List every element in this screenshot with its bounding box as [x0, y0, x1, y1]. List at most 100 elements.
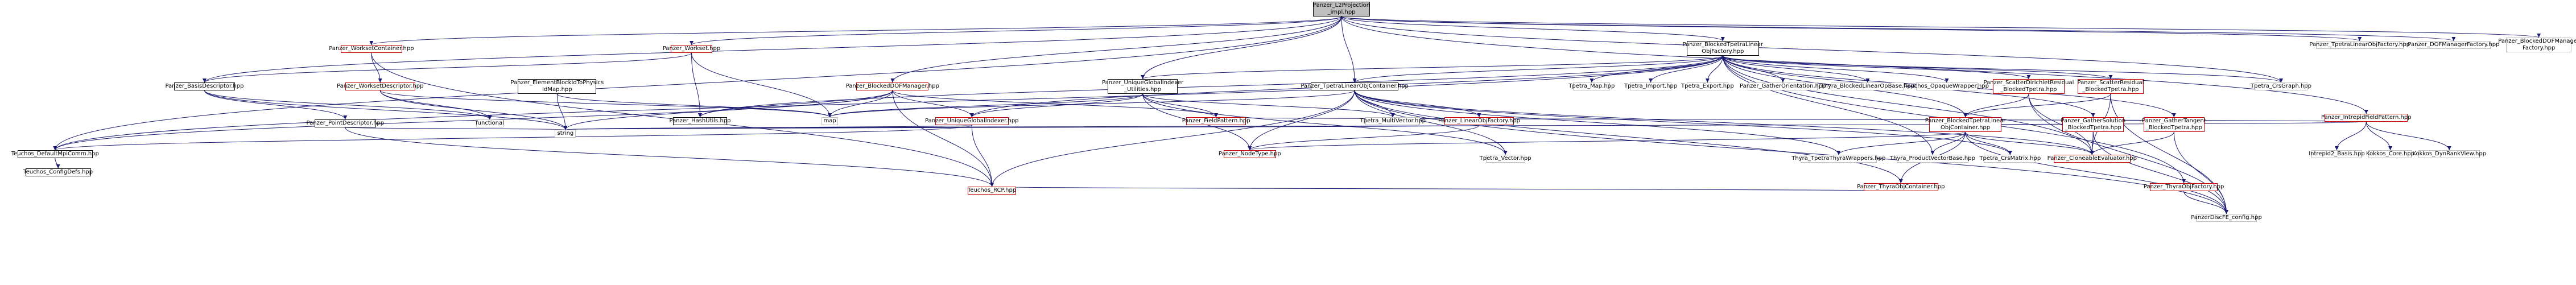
edge-root-wsc — [369, 16, 1342, 46]
edge-root-blof — [1341, 16, 1725, 42]
node-tof[interactable]: Panzer_ThyraObjFactory.hpp — [2143, 183, 2224, 191]
node-tmv[interactable]: Tpetra_MultiVector.hpp — [1360, 117, 1426, 125]
edge-tloc-ce — [1354, 90, 2094, 155]
node-kdrv[interactable]: Kokkos_DynRankView.hpp — [2412, 150, 2487, 158]
edge-bloc-tpvb — [1930, 131, 1966, 155]
node-nt[interactable]: Panzer_NodeType.hpp — [1218, 150, 1281, 158]
node-functional[interactable]: functional — [476, 119, 504, 127]
edge-ws-map — [691, 52, 832, 118]
node-tcg[interactable]: Tpetra_CrsGraph.hpp — [2251, 82, 2312, 90]
edge-blof-tcg — [1722, 55, 2283, 83]
edge-bd-string — [204, 90, 568, 130]
node-ib[interactable]: Intrepid2_Basis.hpp — [2309, 150, 2365, 158]
node-string[interactable]: string — [555, 130, 576, 138]
node-bd[interactable]: Panzer_BasisDescriptor.hpp — [165, 82, 244, 90]
edge-root-tdmc — [53, 16, 1342, 151]
node-sr[interactable]: Panzer_ScatterResidual _BlockedTpetra.hp… — [2077, 79, 2144, 94]
edge-bloc-pdc — [1965, 131, 2228, 214]
edge-ugiu-tv — [1142, 93, 1508, 155]
node-ugiu[interactable]: Panzer_UniqueGlobalIndexer _Utilities.hp… — [1101, 79, 1184, 94]
node-lof[interactable]: Panzer_LinearObjFactory.hpp — [1438, 117, 1521, 125]
node-pgo[interactable]: Panzer_GatherOrientation.hpp — [1740, 82, 1826, 90]
edge-bd-pd — [204, 90, 348, 120]
node-trcp[interactable]: Teuchos_RCP.hpp — [968, 187, 1017, 195]
edge-bd-functional — [204, 90, 492, 120]
edge-root-ugiu — [1141, 16, 1342, 80]
edge-sdr-pdc — [2028, 93, 2228, 214]
node-root[interactable]: Panzer_L2Projection _impl.hpp — [1313, 2, 1370, 16]
node-fp[interactable]: Panzer_FieldPattern.hpp — [1182, 117, 1250, 125]
node-ptlof[interactable]: Panzer_TpetraLinearObjFactory.hpp — [2309, 41, 2410, 49]
edge-pd-trcp — [345, 127, 994, 187]
node-timp[interactable]: Tpetra_Import.hpp — [1624, 82, 1678, 90]
edge-bloc-tcm — [1965, 131, 2012, 155]
node-pbdofmf[interactable]: Panzer_BlockedDOFManager Factory.hpp — [2498, 38, 2576, 52]
node-tow[interactable]: Teuchos_OpaqueWrapper.hpp — [1904, 82, 1989, 90]
node-ce[interactable]: Panzer_CloneableEvaluator.hpp — [2047, 155, 2137, 163]
edge-blof-hash — [698, 55, 1723, 118]
node-texp[interactable]: Tpetra_Export.hpp — [1681, 82, 1734, 90]
node-tpvb[interactable]: Thyra_ProductVectorBase.hpp — [1889, 155, 1975, 163]
node-blof[interactable]: Panzer_BlockedTpetraLinear ObjFactory.hp… — [1682, 41, 1764, 56]
node-wd[interactable]: Panzer_WorksetDescriptor.hpp — [337, 82, 424, 90]
node-ttw[interactable]: Thyra_TpetraThyraWrappers.hpp — [1791, 155, 1886, 163]
edge-ugiu-ugi — [969, 93, 1143, 118]
node-pd[interactable]: Panzer_PointDescriptor.hpp — [306, 119, 385, 127]
node-gs[interactable]: Panzer_GatherSolution _BlockedTpetra.hpp — [2061, 117, 2126, 132]
node-tcm[interactable]: Tpetra_CrsMatrix.hpp — [1979, 155, 2041, 163]
edge-blof-tpvb — [1722, 55, 1935, 155]
node-ugi[interactable]: Panzer_UniqueGlobalIndexer.hpp — [925, 117, 1019, 125]
node-kc[interactable]: Kokkos_Core.hpp — [2366, 150, 2415, 158]
edge-root-bldm — [890, 16, 1342, 83]
edge-bldm-ugi — [892, 90, 974, 118]
edge-wd-string — [379, 90, 568, 130]
edge-tloc-pdc — [1354, 90, 2228, 214]
edge-toc-trcp — [991, 186, 1901, 192]
node-toc[interactable]: Panzer_ThyraObjContainer.hpp — [1857, 183, 1945, 191]
edge-ifp-ib — [2334, 121, 2367, 151]
node-hash[interactable]: Panzer_HashUtils.hpp — [669, 117, 731, 125]
edge-ugiu-map — [828, 93, 1143, 118]
edge-gs-pdc — [2092, 131, 2228, 214]
edge-tloc-nt — [1248, 90, 1355, 151]
node-tblob[interactable]: Thyra_BlockedLinearOpBase.hpp — [1820, 82, 1915, 90]
edge-wsc-wd — [371, 52, 382, 83]
node-map[interactable]: map — [821, 117, 839, 125]
node-ebg[interactable]: Panzer_ElementBlockIdToPhysics IdMap.hpp — [510, 79, 604, 94]
edge-root-pdofmf — [1341, 16, 2455, 42]
edge-ebg-string — [556, 93, 568, 130]
edge-bldm-fp — [892, 90, 1218, 118]
edge-tloc-map — [828, 90, 1355, 118]
edge-ugiu-fp — [1142, 93, 1219, 118]
edge-blof-gs — [1722, 55, 2095, 118]
edge-blof-ugiu — [1141, 55, 1723, 80]
node-tmap[interactable]: Tpetra_Map.hpp — [1568, 82, 1615, 90]
node-wsc[interactable]: Panzer_WorksetContainer.hpp — [329, 45, 414, 53]
edge-tloc-tv — [1354, 90, 1508, 155]
edge-blof-tloc — [1352, 55, 1723, 83]
node-tcd[interactable]: Teuchos_ConfigDefs.hpp — [23, 168, 93, 176]
node-ifp[interactable]: Panzer_IntrepidFieldPattern.hpp — [2321, 114, 2412, 122]
node-bloc[interactable]: Panzer_BlockedTpetraLinear ObjContainer.… — [1925, 117, 2006, 132]
node-sdr[interactable]: Panzer_ScatterDirichletResidual _Blocked… — [1983, 79, 2074, 94]
edge-blof-sdr — [1722, 55, 2031, 80]
node-pdofmf[interactable]: Panzer_DOFManagerFactory.hpp — [2408, 41, 2500, 49]
edge-ifp-kc — [2366, 121, 2393, 151]
node-tv[interactable]: Tpetra_Vector.hpp — [1479, 155, 1531, 163]
edge-blof-tow — [1722, 55, 1949, 83]
node-pdc[interactable]: PanzerDiscFE_config.hpp — [2191, 214, 2262, 222]
node-ws[interactable]: Panzer_Workset.hpp — [662, 45, 721, 53]
edge-blof-tblob — [1722, 55, 1870, 83]
edge-ugi-tdmc — [53, 125, 972, 151]
node-tloc[interactable]: Panzer_TpetraLinearObjContainer.hpp — [1301, 82, 1409, 90]
edge-blof-timp — [1649, 55, 1723, 83]
edge-pd-string — [345, 125, 567, 130]
edge-root-tcg — [1341, 16, 2283, 83]
node-gt[interactable]: Panzer_GatherTangent _BlockedTpetra.hpp — [2142, 117, 2206, 132]
edge-gt-ce — [2090, 131, 2174, 155]
edge-ifp-string — [565, 121, 2367, 130]
node-bldm[interactable]: Panzer_BlockedDOFManager.hpp — [845, 82, 939, 90]
edge-lof-nt — [1248, 125, 1480, 151]
node-tdmc[interactable]: Teuchos_DefaultMpiComm.hpp — [11, 150, 99, 158]
